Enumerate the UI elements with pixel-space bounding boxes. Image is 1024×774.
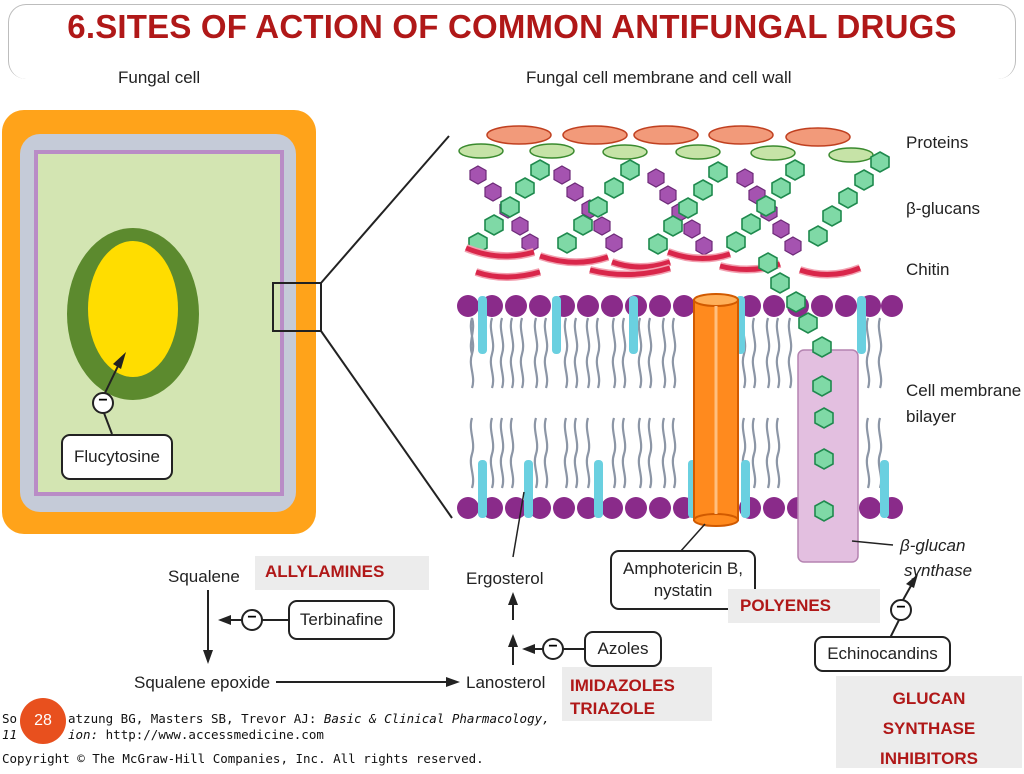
azoles-class: IMIDAZOLES TRIAZOLE <box>562 667 712 721</box>
imidazoles-class: IMIDAZOLES <box>570 676 675 695</box>
footer-copyright: Copyright © The McGraw-Hill Companies, I… <box>2 751 484 766</box>
squalene-label: Squalene <box>168 567 240 586</box>
membrane-wall-label: Fungal cell membrane and cell wall <box>526 68 792 87</box>
echinocandins-box: Echinocandins <box>814 636 951 672</box>
proteins-label: Proteins <box>906 133 969 152</box>
flucytosine-inhibit-circle <box>92 392 114 414</box>
ergosterol-molecules <box>478 296 889 518</box>
page-number-badge: 28 <box>20 698 66 744</box>
fungal-cell-label: Fungal cell <box>118 68 201 87</box>
polyenes-class: POLYENES <box>728 589 880 623</box>
flucytosine-inhibit-sign: − <box>98 392 108 409</box>
footer-edition-prefix: 11 <box>2 727 18 742</box>
glucan-synthase-label-1: β-glucan <box>900 536 966 555</box>
terbinafine-inhibit-sign: − <box>247 609 257 626</box>
inhibition-connectors <box>218 574 918 654</box>
cell-membrane-label: Cell membrane <box>906 381 1022 400</box>
azoles-inhibit-circle <box>542 638 564 660</box>
beta-glucans-label: β-glucans <box>906 199 981 218</box>
title-frame <box>8 4 1016 79</box>
azoles-inhibit-sign: − <box>548 638 558 655</box>
footer-edition-text: ion: <box>68 727 99 742</box>
triazole-class: TRIAZOLE <box>570 699 655 718</box>
amphotericin-box: Amphotericin B, nystatin <box>610 550 756 610</box>
synthase-pointer <box>851 540 894 546</box>
cell-wall-proteins <box>458 125 874 163</box>
ergosterol-pointer <box>512 491 525 558</box>
glucan-synthase-label-2: synthase <box>904 561 973 580</box>
squalene-epoxide-label: Squalene epoxide <box>134 673 271 692</box>
pathway-arrows <box>203 590 518 687</box>
footer-edition-url: http://www.accessmedicine.com <box>105 727 324 742</box>
glucan-class-line-2: SYNTHASE <box>882 719 976 738</box>
zoom-line-bottom <box>320 330 453 519</box>
amphotericin-line-1: Amphotericin B, <box>623 558 743 578</box>
glucan-class-line-1: GLUCAN <box>892 689 966 708</box>
page-title: 6.SITES OF ACTION OF COMMON ANTIFUNGAL D… <box>67 8 957 45</box>
lanosterol-label: Lanosterol <box>466 673 546 692</box>
nucleus <box>88 241 178 377</box>
footer-source: atzung BG, Masters SB, Trevor AJ: Basic … <box>68 711 550 726</box>
glucan-synthase-inhibitors-class: GLUCAN SYNTHASE INHIBITORS <box>836 676 1022 768</box>
amphotericin-pointer <box>679 523 706 553</box>
chitin-label: Chitin <box>906 260 950 279</box>
terbinafine-inhibit-circle <box>241 609 263 631</box>
azoles-box: Azoles <box>584 631 662 667</box>
ergosterol-label: Ergosterol <box>466 569 544 588</box>
chitin-layer <box>464 244 862 281</box>
bilayer-label: bilayer <box>906 407 957 426</box>
lipid-heads-top <box>457 295 903 317</box>
flucytosine-arrowhead <box>113 352 126 369</box>
zoom-box <box>272 282 322 332</box>
terbinafine-box: Terbinafine <box>288 600 395 640</box>
glucan-class-line-3: INHIBITORS <box>880 749 978 768</box>
amphotericin-line-2: nystatin <box>653 581 713 600</box>
zoom-line-top <box>320 135 450 284</box>
allylamines-class: ALLYLAMINES <box>255 556 429 590</box>
footer-edition: ion: http://www.accessmedicine.com <box>68 727 324 742</box>
footer-source-authors: atzung BG, Masters SB, Trevor AJ: <box>68 711 317 726</box>
echinocandins-inhibit-circle <box>890 599 912 621</box>
beta-glucans-layer <box>468 151 890 256</box>
flucytosine-box: Flucytosine <box>61 434 173 480</box>
footer-source-book: Basic & Clinical Pharmacology, <box>323 711 550 726</box>
footer-source-prefix: So <box>2 711 18 726</box>
lipid-tails <box>469 317 883 489</box>
echinocandins-inhibit-sign: − <box>896 599 906 616</box>
amphotericin-pore <box>693 293 739 527</box>
